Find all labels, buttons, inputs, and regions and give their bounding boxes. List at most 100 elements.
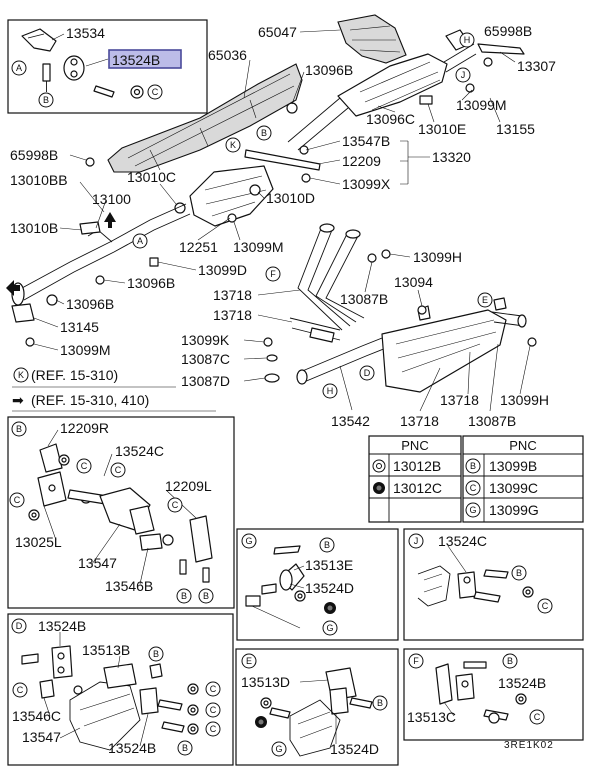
part-label: 13010D <box>266 190 315 206</box>
part-label: 13546C <box>12 708 61 724</box>
callout-letter: B <box>324 540 330 550</box>
rubber-hanger <box>279 569 293 591</box>
diagram-code: 3RE1K02 <box>504 740 554 751</box>
callout-b: B <box>511 565 527 581</box>
callout-letter: K <box>18 370 24 380</box>
callout-c: C <box>205 702 221 718</box>
part-label: 13513E <box>305 557 353 573</box>
detail-key: J <box>408 533 424 549</box>
callout-letter: A <box>16 63 22 73</box>
detail-e: E B G 13513D 13524D <box>235 648 399 766</box>
pipe-flange <box>79 221 101 235</box>
catalytic-converter <box>189 165 274 227</box>
part-label: 13087B <box>340 291 388 307</box>
callout-c: C <box>529 709 545 725</box>
callout-h: H <box>322 383 338 399</box>
callout-letter: B <box>203 591 209 601</box>
rubber-hanger <box>139 687 159 715</box>
detail-j: J B C 13524C <box>403 528 584 641</box>
callout-letter: B <box>182 743 188 753</box>
part-label: 65047 <box>258 24 297 40</box>
callout-letter: B <box>377 698 383 708</box>
highlighted-part-box[interactable] <box>108 49 182 69</box>
part-label: 13096C <box>366 111 415 127</box>
part-label: 13524D <box>330 741 379 757</box>
part-label: 13010C <box>127 169 176 185</box>
part-label: 65998B <box>10 147 58 163</box>
callout-b: B <box>176 588 192 604</box>
rubber-hanger <box>329 687 349 715</box>
callout-letter: C <box>210 684 217 694</box>
callout-c: C <box>12 682 28 698</box>
callout-e: E <box>477 292 493 308</box>
direction-arrow <box>6 280 20 296</box>
callout-d: D <box>359 365 375 381</box>
callout-letter: G <box>326 623 333 633</box>
callout-letter: J <box>461 70 466 80</box>
callout-letter: C <box>172 500 179 510</box>
callout-b: B <box>372 695 388 711</box>
callout-letter: C <box>534 712 541 722</box>
reference-arrow: ➡ <box>12 392 24 408</box>
callout-k: K <box>225 137 241 153</box>
callout-b: B <box>256 125 272 141</box>
part-label: 13546B <box>105 578 153 594</box>
bolt <box>42 63 51 82</box>
inset-detail-a: 13534 13524B A B C <box>7 19 208 114</box>
support-bar <box>244 149 321 171</box>
part-label: 13524D <box>305 580 354 596</box>
callout-b: B <box>502 653 518 669</box>
callout-letter: F <box>270 269 276 279</box>
bracket <box>189 515 213 563</box>
callout-letter: B <box>470 461 476 471</box>
part-label: 13010BB <box>10 172 68 188</box>
part-label: 12209L <box>165 478 212 494</box>
callout-letter: B <box>261 128 267 138</box>
callout-f: F <box>265 266 281 282</box>
table-cell: 13012C <box>393 480 442 496</box>
part-label: 13513B <box>82 642 130 658</box>
detail-f: F B C 13524B 13513C <box>403 648 584 741</box>
part-label: 13025L <box>15 534 62 550</box>
callout-c: C <box>110 462 126 478</box>
part-label: 13155 <box>496 121 535 137</box>
part-label: 13099X <box>342 176 391 192</box>
hanger-bracket <box>435 663 453 705</box>
callout-c: C <box>205 681 221 697</box>
part-label: 13534 <box>66 25 105 41</box>
callout-b: B <box>177 740 193 756</box>
bolt <box>463 661 487 669</box>
part-label: 12209R <box>60 420 109 436</box>
bolt <box>93 85 115 98</box>
callout-c: C <box>167 497 183 513</box>
callout-c: C <box>205 721 221 737</box>
part-label: 13100 <box>92 191 131 207</box>
part-label: 13320 <box>432 149 471 165</box>
part-label: 13547 <box>78 555 117 571</box>
bolt <box>473 591 501 603</box>
part-label: 13547 <box>22 729 61 745</box>
bolt <box>273 545 301 555</box>
detail-d: D B C C C C B 13524B 13513B 13546C 13547… <box>7 613 234 766</box>
detail-key: B <box>11 421 27 437</box>
part-label: 13542 <box>331 413 370 429</box>
table-cell: 13012B <box>393 458 441 474</box>
part-label: 13099H <box>500 392 549 408</box>
reference-text: (REF. 15-310, 410) <box>31 392 149 408</box>
callout-g: G <box>271 741 287 757</box>
part-label: 13513C <box>407 709 456 725</box>
callout-letter: C <box>115 465 122 475</box>
part-label: 13010B <box>10 220 58 236</box>
part-label: 13718 <box>400 413 439 429</box>
table-cell: 13099B <box>489 458 537 474</box>
front-bracket <box>11 303 35 323</box>
part-label: 13087D <box>181 373 230 389</box>
rubber-hanger <box>51 645 73 679</box>
callout-j: J <box>455 67 471 83</box>
main-part-labels: 65047 65998B 65036 13096B 13307 13099M 1… <box>10 23 556 429</box>
part-label: 13096B <box>127 275 175 291</box>
highlighted-part-label[interactable]: 13524B <box>112 52 160 68</box>
pipe-joint <box>309 327 335 343</box>
callout-c: C <box>465 480 481 496</box>
